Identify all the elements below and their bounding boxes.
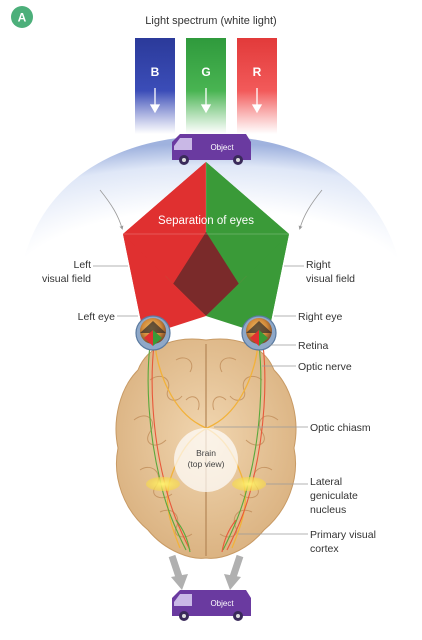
visual-field-cones	[123, 162, 289, 336]
right-field-label-1: Right	[306, 259, 331, 271]
band-label-r: R	[253, 65, 262, 79]
left-field-label-1: Left	[73, 259, 91, 271]
red-band	[237, 38, 277, 134]
light-bands: B G R	[135, 38, 277, 134]
cortex-label-1: Primary visual	[310, 529, 376, 541]
object-label-top: Object	[210, 143, 234, 152]
lgn-label-2: geniculate	[310, 490, 358, 502]
band-arrows	[149, 88, 263, 114]
lgn-label-1: Lateral	[310, 476, 342, 488]
band-label-g: G	[201, 65, 210, 79]
brain-center-disc	[174, 428, 238, 492]
object-van-top: Object	[172, 134, 251, 165]
brain-label-2: (top view)	[188, 459, 225, 469]
green-band	[186, 38, 226, 134]
left-eye-label: Left eye	[78, 311, 116, 323]
optic-nerve-label: Optic nerve	[298, 361, 352, 373]
band-label-b: B	[151, 65, 160, 79]
retina-label: Retina	[298, 340, 329, 352]
object-van-bottom: Object	[172, 590, 251, 621]
left-field-arrow	[99, 189, 124, 230]
optic-chiasm-label: Optic chiasm	[310, 422, 371, 434]
separation-label: Separation of eyes	[158, 215, 254, 227]
overlap-region	[173, 232, 239, 316]
lgn-label-3: nucleus	[310, 504, 346, 516]
panel-letter: A	[18, 11, 27, 25]
panel-badge: A	[11, 6, 33, 28]
right-lgn	[232, 477, 266, 491]
spectrum-title: Light spectrum (white light)	[145, 15, 276, 27]
right-field-label-2: visual field	[306, 273, 355, 285]
cortex-label-2: cortex	[310, 543, 339, 555]
right-eye-ball	[241, 315, 277, 351]
left-field-label-2: visual field	[42, 273, 91, 285]
right-eye-label: Right eye	[298, 311, 343, 323]
object-label-bottom: Object	[210, 599, 234, 608]
left-lgn	[146, 477, 180, 491]
left-eye-ball	[135, 315, 171, 351]
output-arrows	[168, 554, 244, 590]
brain-label-1: Brain	[196, 448, 216, 458]
right-field-arrow	[298, 189, 323, 230]
blue-band	[135, 38, 175, 134]
